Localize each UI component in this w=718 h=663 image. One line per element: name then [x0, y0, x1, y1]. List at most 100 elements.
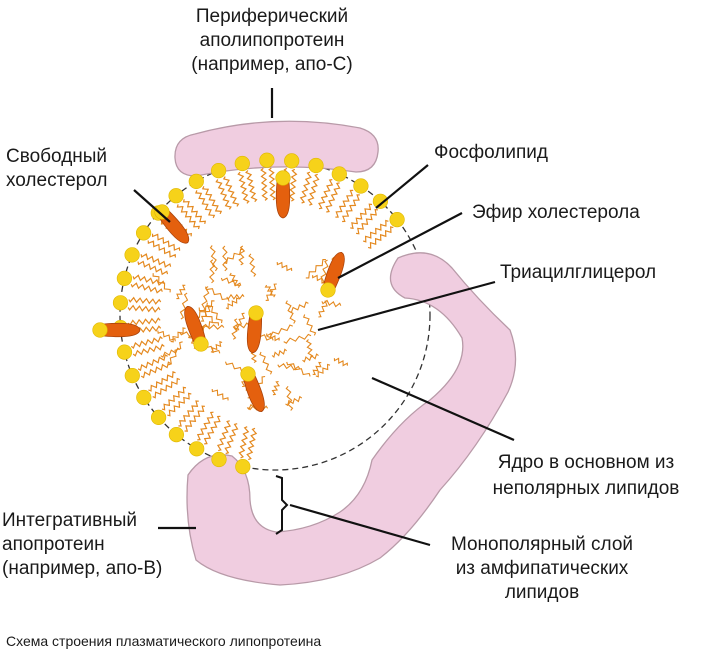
triacylglycerol-tail	[283, 333, 312, 344]
pointer-cholesterol-ester	[337, 212, 463, 279]
triacylglycerol-tail	[211, 388, 229, 401]
label-monolayer-line2: из амфипатических	[456, 558, 629, 579]
triacylglycerol-tail	[318, 300, 328, 318]
phospholipid-tail	[152, 377, 181, 399]
phospholipid-tail	[128, 296, 162, 305]
label-core-line1: Ядро в основном из	[498, 452, 675, 473]
phospholipid-tail	[137, 353, 168, 372]
triacylglycerol-tail	[276, 261, 293, 272]
triacylglycerol-tail	[312, 361, 322, 376]
phospholipid-head	[188, 173, 204, 189]
phospholipid-tail	[182, 199, 207, 225]
phospholipid-tail	[215, 179, 232, 210]
phospholipid-head	[353, 178, 369, 194]
phospholipid-tail	[260, 167, 269, 201]
phospholipid-tail	[245, 170, 258, 203]
pointer-core	[371, 376, 515, 442]
triacylglycerol-tail	[176, 284, 186, 300]
triacylglycerol-tail	[286, 361, 311, 377]
cholesterol-molecule	[246, 305, 264, 354]
phospholipid-tail	[268, 167, 277, 201]
phospholipid-head	[112, 295, 129, 311]
triacylglycerol-tail	[320, 259, 329, 284]
phospholipid-tail	[222, 176, 240, 207]
triacylglycerol-tail	[277, 363, 301, 371]
phospholipid-tail	[288, 168, 298, 202]
triacylglycerol-tail	[271, 348, 287, 358]
cholesterol-head	[193, 336, 209, 352]
triacylglycerol-tail	[302, 314, 317, 336]
triacylglycerol-tail	[285, 395, 303, 407]
triacylglycerol-tail	[168, 341, 183, 366]
phospholipid-tail	[342, 194, 360, 223]
phospholipid-head	[124, 368, 140, 384]
triacylglycerol-tail	[285, 300, 296, 324]
triacylglycerol-tail	[226, 293, 245, 300]
phospholipid-tail	[350, 203, 373, 230]
triacylglycerol-tail	[267, 324, 293, 339]
phospholipid-head	[116, 344, 133, 360]
triacylglycerol-tail	[201, 286, 210, 312]
phospholipid-tail	[195, 190, 216, 219]
peripheral-apoprotein	[174, 120, 379, 177]
phospholipid-tail	[132, 343, 165, 357]
phospholipid-tail	[161, 386, 187, 411]
cholesterol-head	[92, 322, 108, 338]
pointer-monolayer	[289, 503, 431, 547]
cholesterol-molecule	[320, 252, 345, 298]
phospholipid-tail	[325, 182, 341, 213]
triacylglycerol-tail	[229, 272, 241, 288]
triacylglycerol-tail	[259, 351, 273, 375]
phospholipid-head	[151, 409, 167, 426]
triacylglycerol-tail	[305, 339, 314, 358]
label-monolayer-line3: липидов	[505, 582, 579, 603]
phospholipid-head	[389, 212, 405, 228]
phospholipid-tail	[127, 317, 161, 327]
phospholipid-head	[372, 193, 389, 209]
phospholipid-head	[124, 247, 140, 263]
triacylglycerol-tail	[179, 292, 189, 320]
monolayer-bracket	[275, 475, 289, 535]
cholesterol-head	[275, 170, 291, 186]
phospholipid-head	[116, 270, 132, 287]
phospholipid-tail	[132, 274, 165, 286]
phospholipid-tail	[140, 253, 172, 268]
triacylglycerol-tail	[209, 245, 218, 272]
pointer-lines	[133, 88, 515, 547]
triacylglycerol-tail	[225, 297, 240, 310]
phospholipid-head	[259, 152, 275, 168]
phospholipid-tail	[238, 426, 250, 459]
cholesterol-molecule	[275, 170, 291, 219]
label-free-cholesterol-line2: холестерол	[6, 170, 107, 191]
phospholipid-tail	[184, 405, 205, 432]
phospholipid-head	[168, 188, 184, 204]
phospholipid-tail	[137, 260, 169, 276]
cholesterol-head	[240, 366, 256, 382]
triacylglycerol-tail	[198, 307, 220, 326]
triacylglycerol-tail	[196, 300, 215, 318]
pointer-free-cholesterol	[133, 189, 171, 223]
phospholipid-tail	[130, 335, 163, 349]
triacylglycerol-tail	[206, 302, 223, 324]
triacylglycerol-tail	[205, 286, 230, 302]
cholesterol-head	[248, 305, 264, 321]
label-cholesterol-ester: Эфир холестерола	[472, 202, 640, 223]
phospholipid-tail	[196, 411, 214, 441]
label-peripheral-line1: Периферический	[196, 6, 348, 27]
triacylglycerol-tail	[333, 357, 348, 367]
triacylglycerol-tail	[170, 327, 186, 343]
triacylglycerol-tail	[288, 301, 309, 314]
phospholipid-tail	[127, 304, 161, 313]
cholesterol-head	[320, 282, 336, 298]
phospholipid-head	[308, 157, 324, 174]
phospholipid-tail	[318, 179, 334, 210]
triacylglycerol-tail	[285, 385, 294, 411]
triacylglycerol-tail	[305, 259, 326, 279]
triacylglycerol-tail	[271, 381, 280, 396]
phospholipid-head	[189, 441, 205, 457]
phospholipid-head	[234, 155, 250, 172]
triacylglycerol-tail	[315, 363, 331, 378]
label-phospholipid: Фосфолипид	[434, 142, 548, 163]
triacylglycerol-tail	[201, 306, 211, 322]
